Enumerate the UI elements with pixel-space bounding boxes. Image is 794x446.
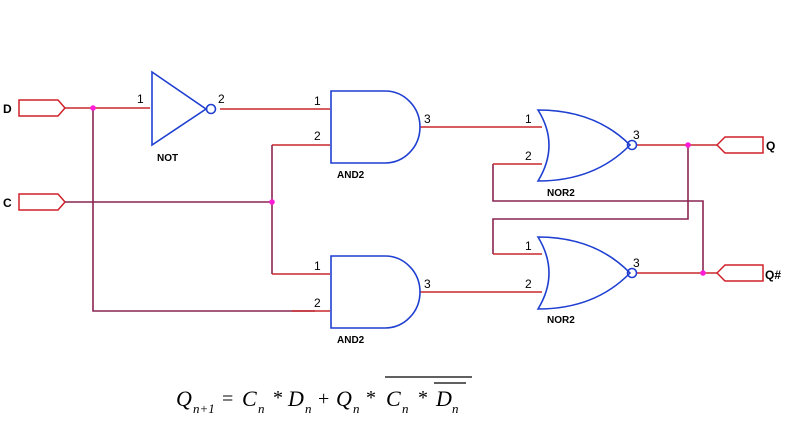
eq-star2: * (366, 387, 376, 409)
equation: Q n+1 = C n * D n + Q n * C n * D n (176, 376, 472, 416)
eq-t5-sub: n (452, 401, 459, 416)
eq-t5: D (435, 386, 452, 411)
not-gate: 1 2 NOT (137, 70, 225, 164)
eq-t1: C (242, 386, 257, 411)
port-c: C (3, 193, 66, 211)
eq-t2: D (287, 386, 304, 411)
port-d: D (3, 99, 66, 117)
port-c-shape (18, 193, 66, 211)
and-bottom-pin-1: 1 (314, 259, 321, 273)
not-pin-in: 1 (137, 92, 144, 106)
port-qbar: Q# (715, 264, 781, 282)
and-top-pin-3: 3 (424, 112, 431, 126)
wire-d-branch (92, 108, 315, 312)
port-c-label: C (3, 196, 12, 210)
eq-t3: Q (336, 386, 352, 411)
and-top-pin-2: 2 (314, 129, 321, 143)
and-gate-top: 1 2 3 AND2 (314, 90, 431, 181)
eq-t4: C (386, 386, 401, 411)
and-bottom-pin-2: 2 (314, 296, 321, 310)
and-top-pin-1: 1 (314, 94, 321, 108)
nor-bottom-bubble (626, 267, 638, 279)
junction-qbar (700, 270, 706, 276)
nor-top-pin-1: 1 (525, 112, 532, 126)
eq-lhs: Q (176, 386, 192, 411)
port-q: Q (715, 136, 775, 154)
eq-t1-sub: n (258, 401, 265, 416)
wires (65, 107, 717, 312)
nor-bottom-pin-2: 2 (525, 277, 532, 291)
wire-qbar-feedback (492, 164, 704, 273)
eq-lhs-sub: n+1 (193, 401, 215, 416)
nor-bottom-pin-3: 3 (633, 256, 640, 270)
nor-gate-bottom: 1 2 3 NOR2 (525, 236, 640, 326)
eq-t4-sub: n (402, 401, 409, 416)
junction-d (90, 105, 96, 111)
nor-top-pin-2: 2 (525, 149, 532, 163)
nor-bottom-label: NOR2 (547, 315, 575, 326)
port-d-shape (18, 99, 66, 117)
nor-gate-top: 1 2 3 NOR2 (525, 109, 640, 199)
not-gate-body (151, 70, 208, 147)
eq-t3-sub: n (353, 401, 360, 416)
and-gate-bottom: 1 2 3 AND2 (314, 255, 431, 346)
and-bottom-pin-3: 3 (424, 277, 431, 291)
eq-equals: = (222, 388, 233, 410)
eq-plus: + (318, 388, 329, 410)
and-bottom-body (330, 255, 421, 329)
port-q-label: Q (766, 139, 775, 153)
junction-q (685, 142, 691, 148)
wire-q-feedback (492, 145, 689, 254)
nor-bottom-pin-1: 1 (525, 239, 532, 253)
eq-star3: * (418, 387, 428, 409)
not-pin-out: 2 (218, 92, 225, 106)
nor-top-pin-3: 3 (633, 128, 640, 142)
port-q-shape (715, 136, 764, 154)
nor-bottom-body (536, 236, 632, 310)
eq-star1: * (273, 387, 283, 409)
port-d-label: D (3, 102, 12, 116)
junctions (90, 105, 706, 276)
not-gate-label: NOT (157, 153, 178, 164)
nor-top-bubble (626, 139, 638, 151)
nor-top-label: NOR2 (547, 188, 575, 199)
junction-c (269, 199, 275, 205)
port-qbar-label: Q# (765, 268, 781, 282)
and-top-label: AND2 (337, 170, 365, 181)
and-bottom-label: AND2 (337, 335, 365, 346)
eq-t2-sub: n (305, 401, 312, 416)
not-gate-bubble (205, 103, 217, 115)
and-top-body (330, 90, 421, 164)
nor-top-body (536, 109, 632, 182)
port-qbar-shape (715, 264, 764, 282)
